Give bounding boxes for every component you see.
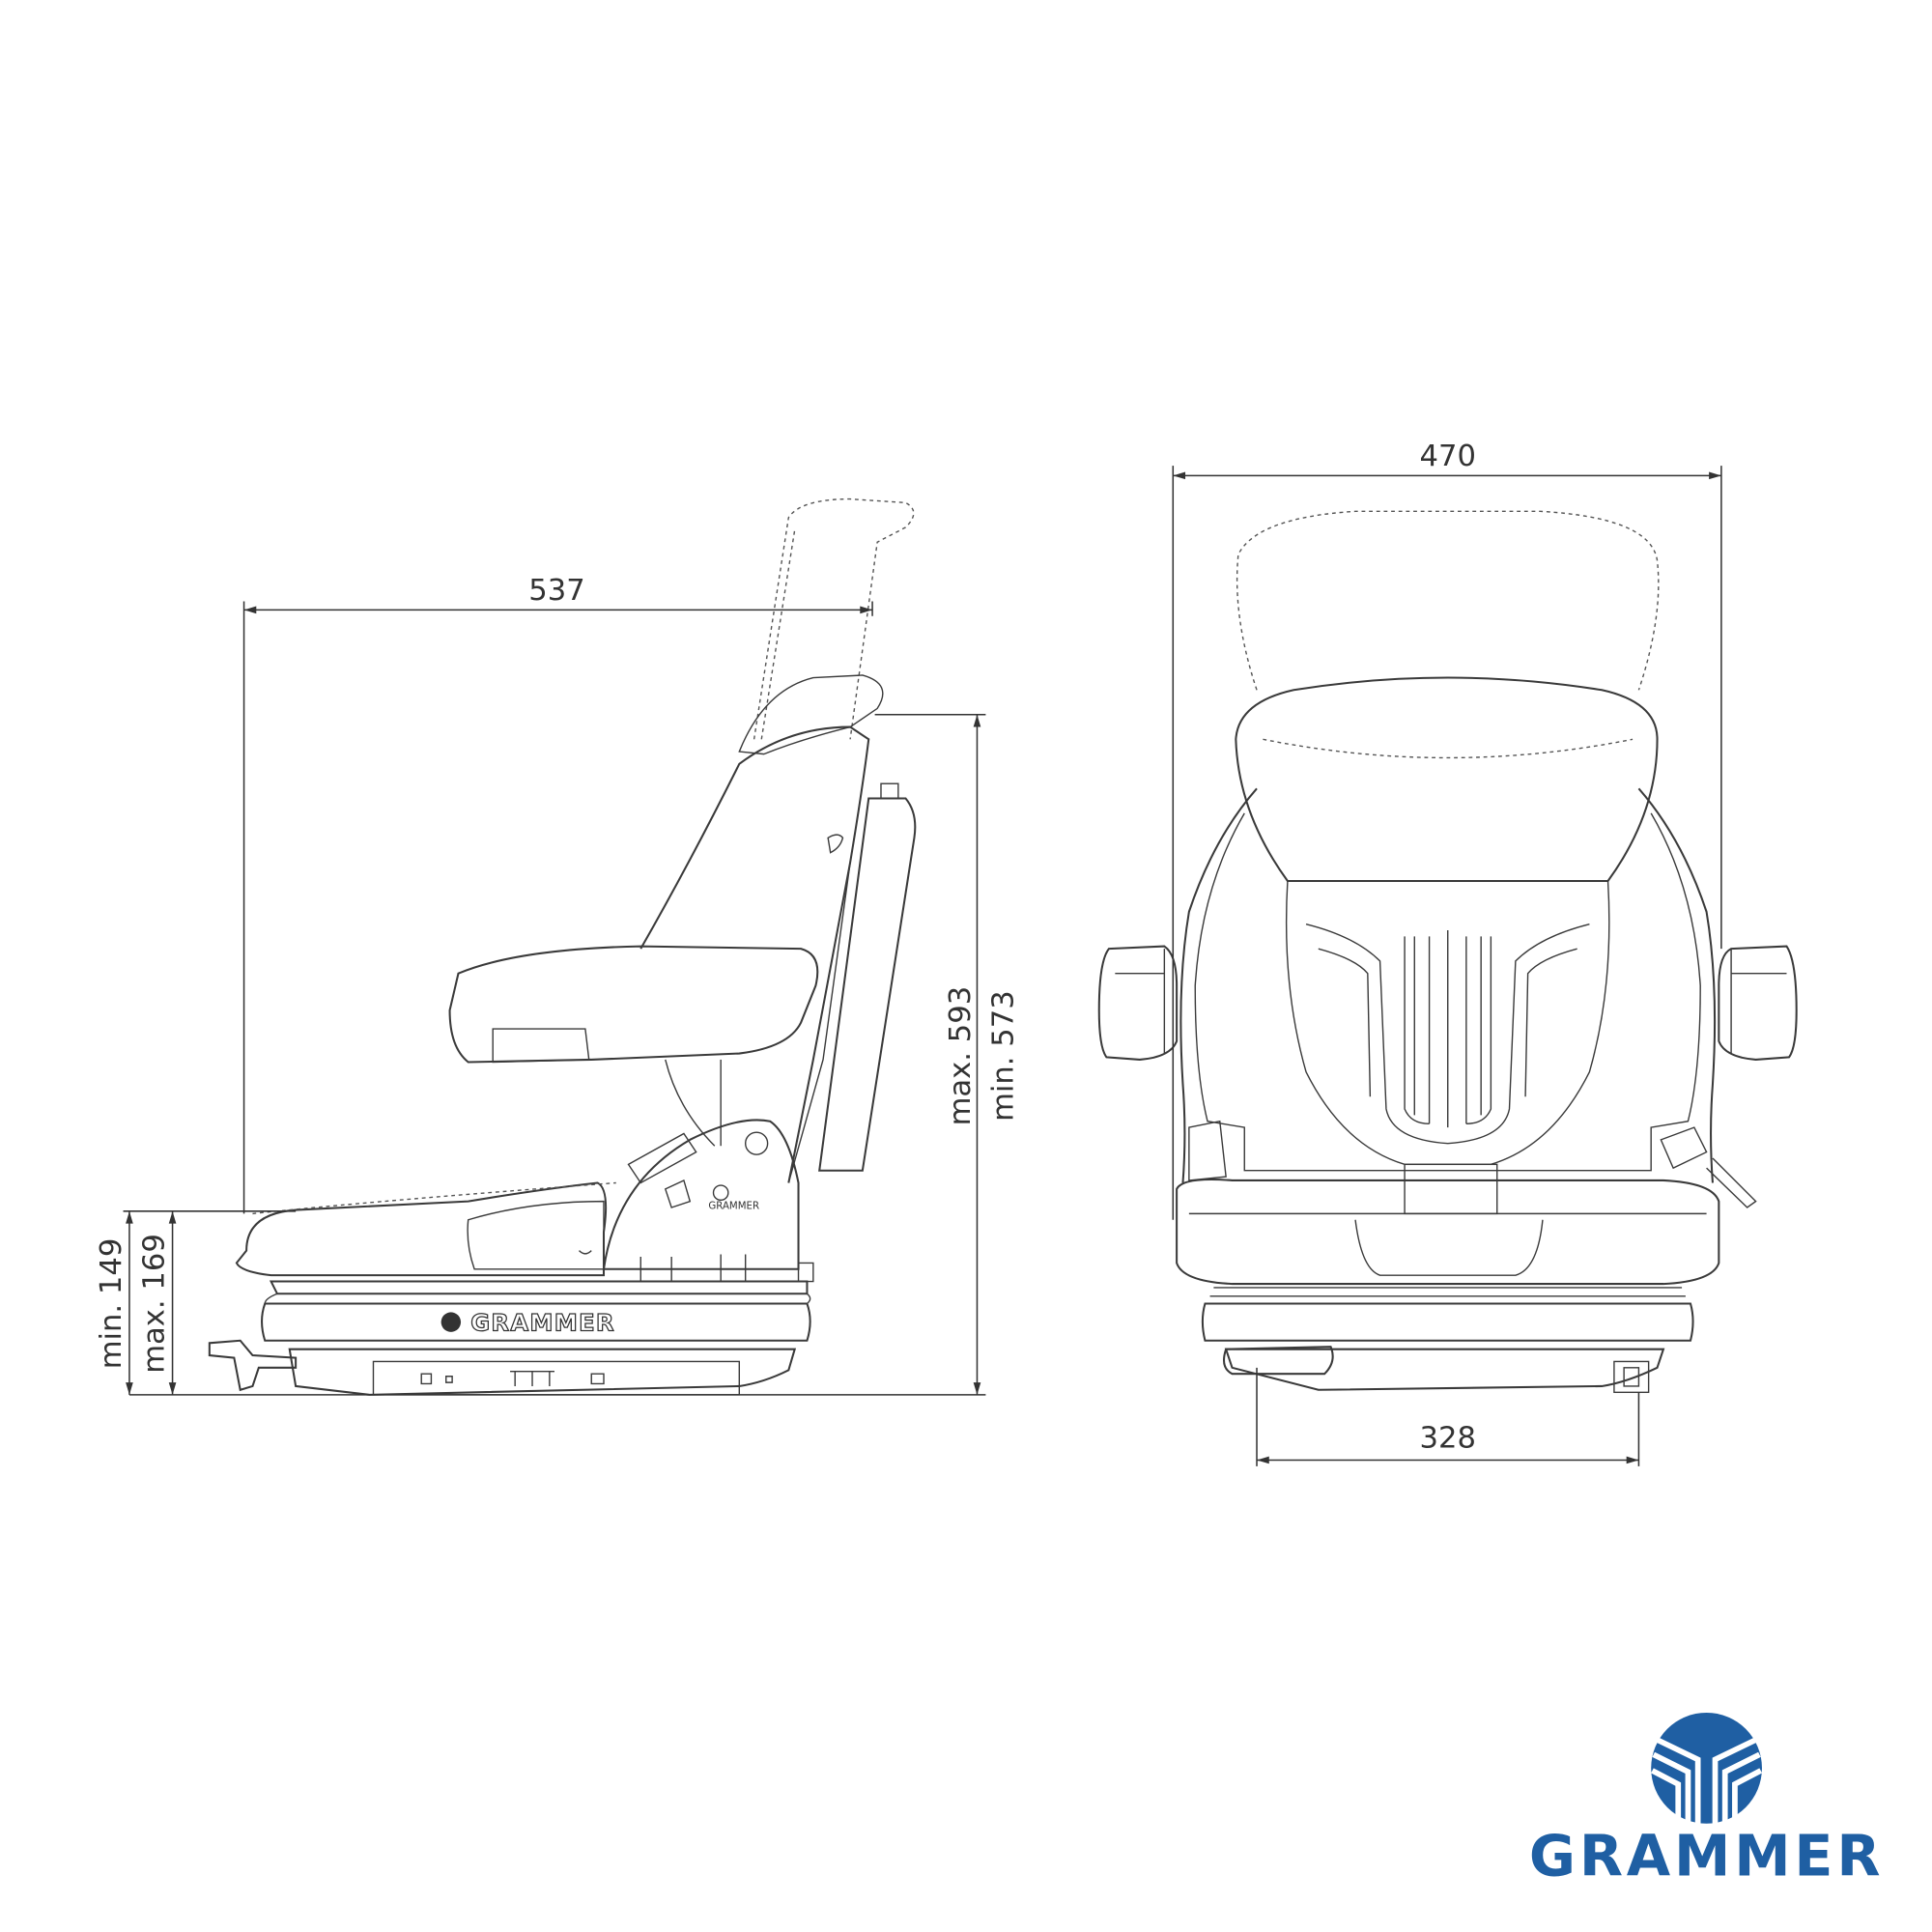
suspension-min-label: min. 149 — [95, 1238, 128, 1370]
logo-text: GRAMMER — [1529, 1823, 1884, 1889]
side-view-seat: GRAMMER GRAMMER — [208, 497, 917, 1396]
dimension-suspension: min. 149 max. 169 — [95, 1210, 297, 1395]
depth-label: 537 — [528, 574, 584, 608]
svg-text:GRAMMER: GRAMMER — [708, 1201, 759, 1211]
suspension-max-label: max. 169 — [138, 1234, 172, 1374]
dimension-height: max. 593 min. 573 — [128, 714, 1020, 1396]
backrest-rib-pattern — [1305, 923, 1590, 1145]
height-min-label: min. 573 — [986, 990, 1020, 1122]
grammer-logo: GRAMMER — [1529, 1712, 1884, 1889]
dimension-width: 470 — [1172, 440, 1722, 1220]
dimension-base-width: 328 — [1256, 1367, 1640, 1466]
dimension-depth: 537 — [242, 574, 873, 1214]
svg-text:GRAMMER: GRAMMER — [470, 1310, 615, 1337]
side-base-brand: GRAMMER — [440, 1309, 615, 1337]
width-label: 470 — [1420, 440, 1476, 473]
height-max-label: max. 593 — [944, 986, 978, 1126]
base-width-label: 328 — [1420, 1422, 1476, 1456]
front-view-seat — [1097, 510, 1798, 1394]
